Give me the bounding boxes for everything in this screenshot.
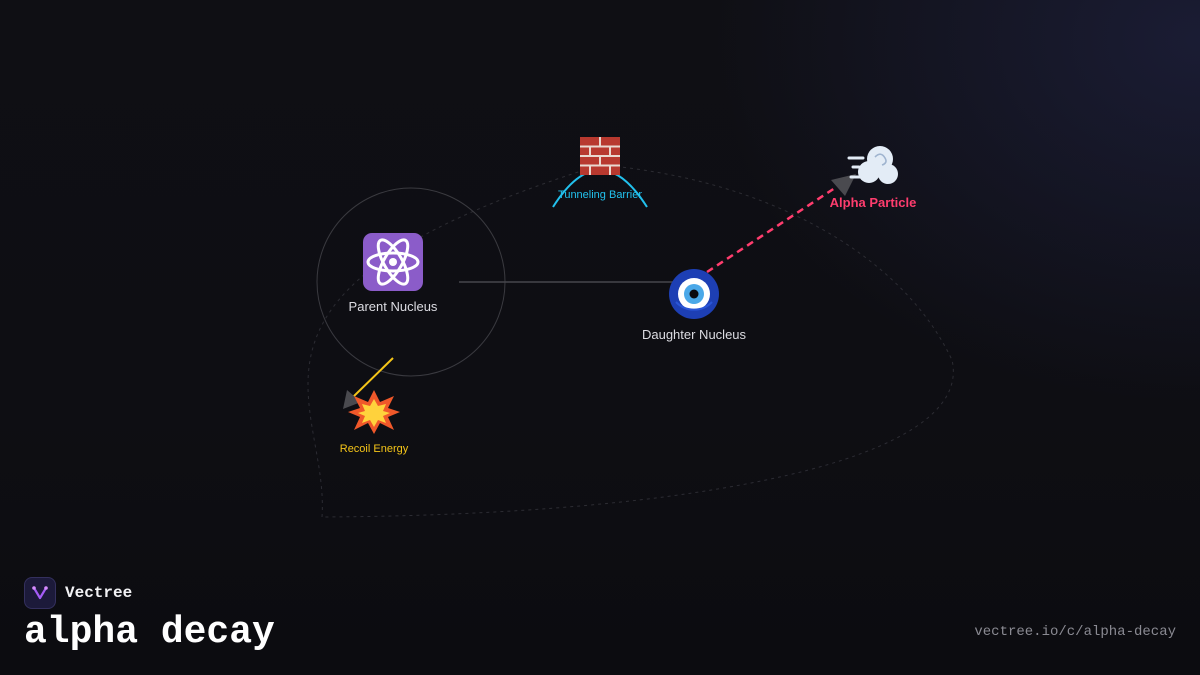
brand-name: Vectree bbox=[65, 584, 133, 602]
tunneling-barrier-node: Tunneling Barrier bbox=[558, 137, 642, 201]
page-title: alpha decay bbox=[24, 611, 275, 654]
orbit-path bbox=[307, 164, 954, 518]
tunneling-barrier-label: Tunneling Barrier bbox=[558, 189, 642, 201]
alpha-emission-arrow bbox=[706, 184, 839, 274]
vectree-logo-icon bbox=[24, 577, 56, 609]
alpha-arrowhead bbox=[831, 174, 856, 196]
brand[interactable]: Vectree bbox=[24, 577, 132, 609]
brick-wall-icon bbox=[580, 137, 620, 175]
daughter-nucleus-label: Daughter Nucleus bbox=[642, 327, 747, 342]
recoil-arrow bbox=[352, 357, 394, 398]
alpha-particle-label: Alpha Particle bbox=[830, 195, 917, 210]
source-url[interactable]: vectree.io/c/alpha-decay bbox=[974, 624, 1176, 640]
dash-cloud-icon bbox=[847, 146, 898, 184]
daughter-nucleus-node: Daughter Nucleus bbox=[642, 269, 747, 342]
recoil-energy-label: Recoil Energy bbox=[340, 443, 409, 455]
alpha-particle-node: Alpha Particle bbox=[830, 146, 917, 210]
nazar-amulet-icon bbox=[669, 269, 719, 319]
atom-icon-glyph bbox=[366, 238, 420, 286]
recoil-energy-node: Recoil Energy bbox=[340, 390, 409, 455]
parent-nucleus-node: Parent Nucleus bbox=[349, 233, 438, 314]
recoil-arrowhead bbox=[343, 390, 361, 409]
collision-icon bbox=[348, 390, 400, 434]
parent-nucleus-label: Parent Nucleus bbox=[349, 299, 438, 314]
